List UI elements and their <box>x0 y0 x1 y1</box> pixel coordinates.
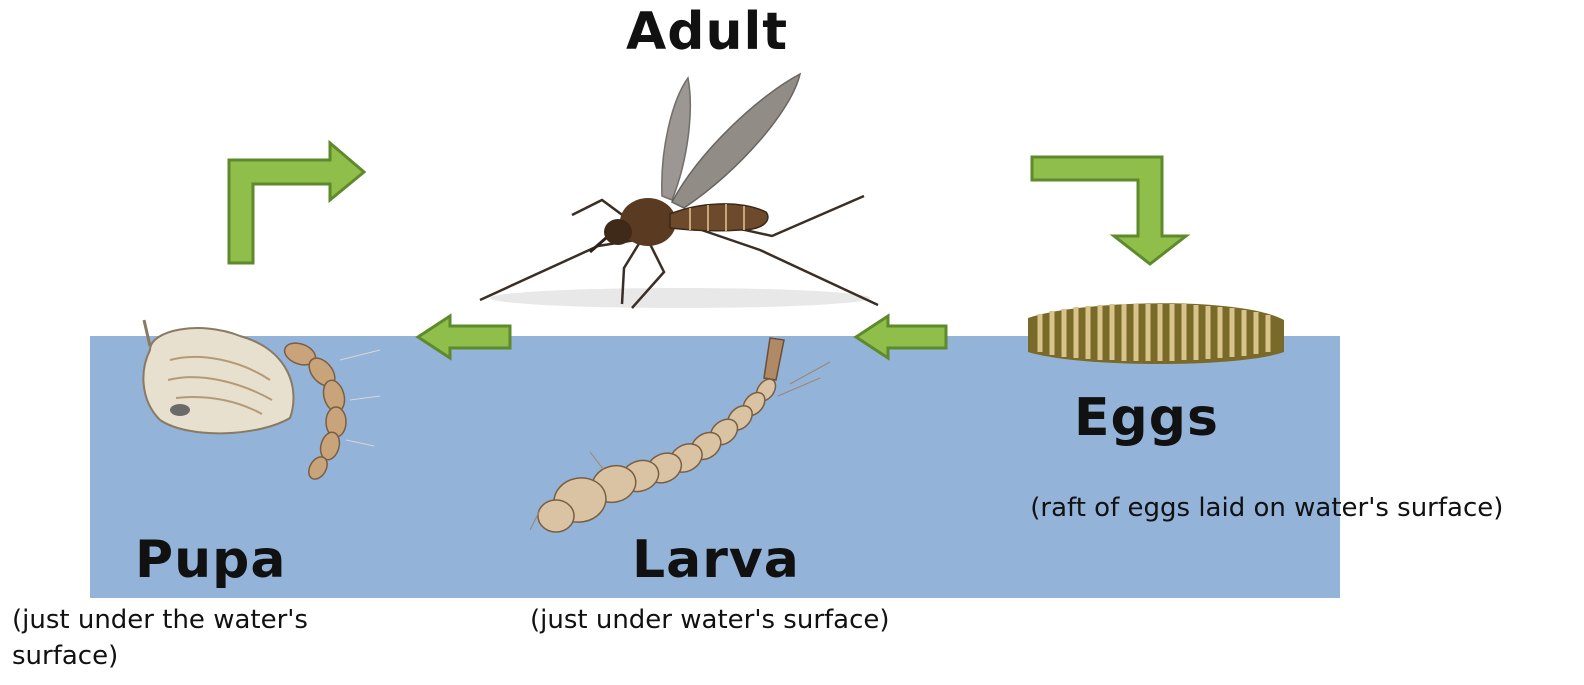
arrow-adult-to-eggs <box>1032 157 1186 264</box>
larva-icon <box>530 338 830 532</box>
pupa-icon <box>143 320 380 482</box>
eggs-label: Eggs <box>1074 388 1219 448</box>
arrow-pupa-to-adult <box>229 143 364 263</box>
adult-mosquito-icon <box>480 74 878 308</box>
arrow-eggs-to-larva <box>856 316 946 358</box>
egg-raft-icon <box>1028 303 1284 364</box>
arrow-larva-to-pupa <box>418 316 510 358</box>
adult-label: Adult <box>626 2 788 62</box>
larva-label: Larva <box>632 530 800 590</box>
larva-note: (just under water's surface) <box>530 602 910 638</box>
pupa-note: (just under the water's surface) <box>12 602 332 674</box>
eggs-note: (raft of eggs laid on water's surface) <box>1022 490 1562 526</box>
pupa-label: Pupa <box>135 530 286 590</box>
